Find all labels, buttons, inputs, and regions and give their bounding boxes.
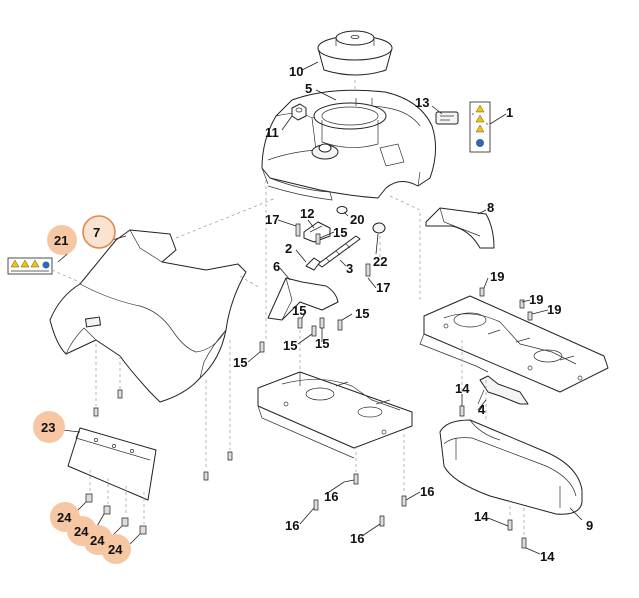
- part-12-bracket: [303, 221, 331, 243]
- part-5-housing: [261, 89, 436, 201]
- callout-7: 7: [93, 225, 100, 240]
- callout-15-upper: 15: [333, 225, 347, 240]
- callout-17-lower: 17: [376, 280, 390, 295]
- part-21-warning-decal: [7, 257, 53, 275]
- part-24-screws: [85, 493, 147, 535]
- part-22-knob: [372, 222, 386, 234]
- part-11-nut: [291, 103, 307, 121]
- callout-23: 23: [41, 420, 55, 435]
- bolts: [93, 223, 533, 549]
- frame-lower: [257, 371, 413, 459]
- part-1-warning-decal: [469, 101, 491, 153]
- callout-15-right: 15: [355, 306, 369, 321]
- callout-11: 11: [265, 125, 279, 140]
- callout-22: 22: [373, 254, 387, 269]
- callout-12: 12: [300, 206, 314, 221]
- callout-15-left: 15: [233, 355, 247, 370]
- callout-17-upper: 17: [265, 212, 279, 227]
- callout-14-lower: 14: [540, 549, 555, 564]
- callout-labels: 10 5 13 1 11 8 17 12 20 15 2 22 3 6 17 1…: [41, 64, 593, 564]
- callout-16-d: 16: [350, 531, 364, 546]
- callout-14-upper: 14: [455, 381, 470, 396]
- part-23-flap: [67, 427, 157, 501]
- part-8-chute: [425, 207, 495, 249]
- highlight-markers: [33, 215, 131, 564]
- part-20-grommet: [336, 206, 348, 214]
- callout-15-mid: 15: [292, 303, 306, 318]
- callout-15-bottom-b: 15: [315, 336, 329, 351]
- callout-4: 4: [478, 402, 486, 417]
- callout-16-a: 16: [324, 489, 338, 504]
- callout-10: 10: [289, 64, 303, 79]
- callout-20: 20: [350, 212, 364, 227]
- callout-14-mid: 14: [474, 509, 489, 524]
- callout-16-c: 16: [285, 518, 299, 533]
- callout-9: 9: [586, 518, 593, 533]
- callout-24-b: 24: [74, 524, 89, 539]
- part-3-cable: [317, 235, 361, 268]
- assembly-lines: [51, 80, 525, 536]
- part-10-cap: [317, 30, 393, 76]
- part-6-deflector: [267, 277, 339, 321]
- callout-19-b: 19: [529, 292, 543, 307]
- leader-lines: [57, 61, 583, 555]
- callout-24-c: 24: [90, 533, 105, 548]
- callout-16-b: 16: [420, 484, 434, 499]
- part-9-tray: [439, 419, 583, 515]
- part-4-lever: [477, 375, 529, 405]
- callout-5: 5: [305, 81, 312, 96]
- callout-24-a: 24: [57, 510, 72, 525]
- callout-21: 21: [54, 233, 68, 248]
- callout-15-bottom-a: 15: [283, 338, 297, 353]
- callout-8: 8: [487, 200, 494, 215]
- callout-19-a: 19: [490, 269, 504, 284]
- part-13-plate: [435, 111, 459, 125]
- part-2-latch: [305, 257, 321, 271]
- callout-3: 3: [346, 261, 353, 276]
- part-7-hood: [49, 229, 247, 403]
- callout-2: 2: [285, 241, 292, 256]
- frame-upper: [419, 295, 609, 393]
- callout-1: 1: [506, 105, 513, 120]
- callout-6: 6: [273, 259, 280, 274]
- callout-19-c: 19: [547, 302, 561, 317]
- callout-13: 13: [415, 95, 429, 110]
- callout-24-d: 24: [108, 542, 123, 557]
